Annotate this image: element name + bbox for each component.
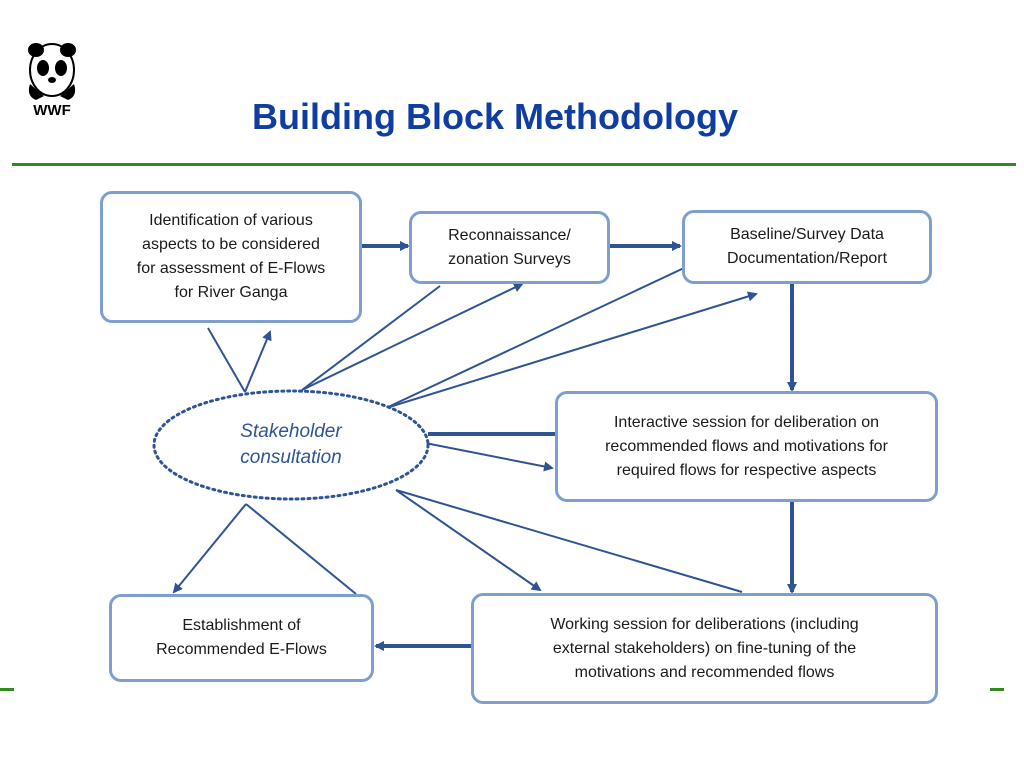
title-divider bbox=[12, 163, 1016, 166]
box-working-session: Working session for deliberations (inclu… bbox=[471, 593, 938, 704]
slide-title: Building Block Methodology bbox=[252, 96, 738, 137]
right-edge-tick bbox=[990, 688, 1004, 691]
stakeholder-ellipse bbox=[152, 389, 430, 501]
arrow-stakeholder-to-reconnaissance bbox=[301, 282, 524, 391]
left-edge-tick bbox=[0, 688, 14, 691]
link-stakeholder-to-working-right bbox=[395, 489, 743, 593]
wwf-logo-text: WWF bbox=[33, 102, 71, 119]
arrow-stakeholder-to-identification bbox=[244, 330, 272, 393]
box-reconnaissance: Reconnaissance/ zonation Surveys bbox=[409, 211, 610, 284]
arrow-stakeholder-to-interactive bbox=[419, 441, 554, 472]
wwf-panda-logo bbox=[28, 43, 76, 100]
box-baseline: Baseline/Survey Data Documentation/Repor… bbox=[682, 210, 932, 284]
box-interactive-session: Interactive session for deliberation on … bbox=[555, 391, 938, 502]
arrow-stakeholder-to-establishment bbox=[172, 503, 247, 594]
link-stakeholder-to-identification bbox=[207, 327, 246, 393]
link-stakeholder-to-baseline bbox=[385, 267, 685, 409]
stakeholder-label: Stakeholder consultation bbox=[240, 421, 342, 468]
arrow-stakeholder-to-working bbox=[395, 489, 542, 592]
arrow-stakeholder-to-baseline bbox=[385, 291, 758, 409]
box-establishment: Establishment of Recommended E-Flows bbox=[109, 594, 374, 682]
link-stakeholder-to-reconnaissance bbox=[301, 285, 441, 391]
box-identification: Identification of various aspects to be … bbox=[100, 191, 362, 323]
link-stakeholder-to-establishment-right bbox=[245, 503, 357, 595]
